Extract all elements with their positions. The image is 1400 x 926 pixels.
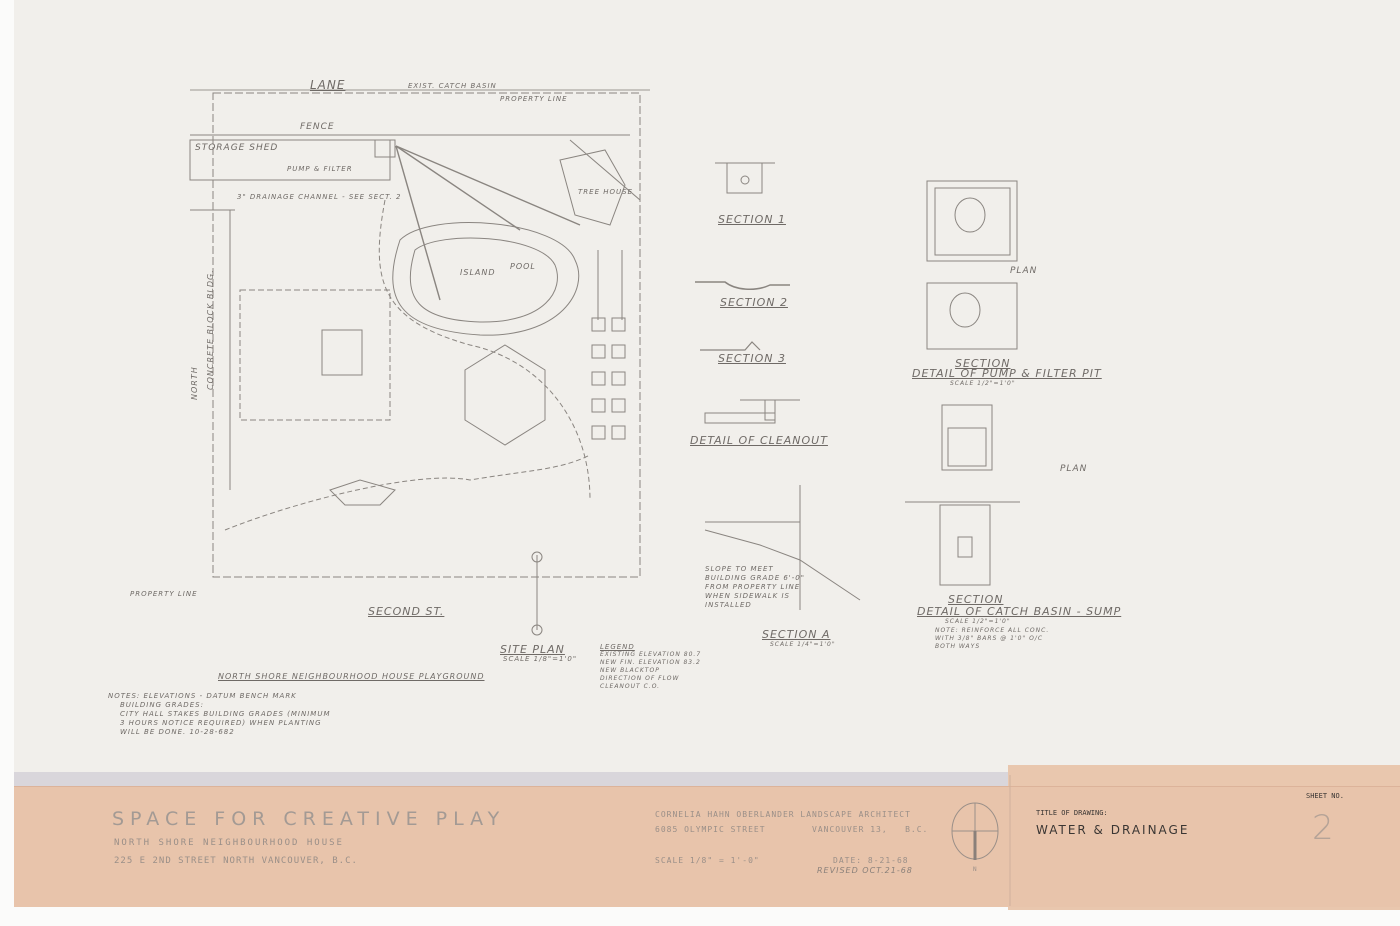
- fence-label: FENCE: [300, 122, 335, 132]
- tree-house: [559, 149, 626, 226]
- hexagon-play-structure: [464, 344, 546, 446]
- stepping-pads: [591, 317, 626, 440]
- site-plan-subtitle: NORTH SHORE NEIGHBOURHOOD HOUSE PLAYGROU…: [218, 672, 485, 681]
- tree-house-label: TREE HOUSE: [578, 188, 633, 196]
- sump-plan-label: PLAN: [1060, 464, 1088, 474]
- note-line: 3 HOURS NOTICE REQUIRED) WHEN PLANTING: [120, 719, 322, 727]
- legend-item: DIRECTION OF FLOW: [600, 675, 680, 682]
- title-block-band: [14, 786, 1400, 907]
- sump-section-label: SECTION: [948, 593, 1004, 606]
- section-a-note: SLOPE TO MEET BUILDING GRADE 6'-0" FROM …: [705, 565, 805, 609]
- building-label: CONCRETE BLOCK BLDG.: [206, 269, 215, 390]
- drawing-sheet: [14, 0, 1400, 790]
- sump-note: NOTE: REINFORCE ALL CONC. WITH 3/8" BARS…: [935, 627, 1050, 650]
- pool-outline: [392, 222, 580, 336]
- note-line: CITY HALL STAKES BUILDING GRADES (MINIMU…: [120, 710, 331, 718]
- client-address: 225 E 2ND STREET NORTH VANCOUVER, B.C.: [114, 856, 358, 866]
- site-notes: NOTES: ELEVATIONS - DATUM BENCH MARK BUI…: [108, 692, 330, 737]
- legend-item: NEW BLACKTOP: [600, 667, 660, 674]
- pump-detail-title: DETAIL OF PUMP & FILTER PIT: [912, 367, 1102, 380]
- section-1-label: SECTION 1: [718, 213, 786, 226]
- storage-shed-label: STORAGE SHED: [195, 143, 279, 153]
- storage-shed: [189, 139, 391, 181]
- scale-text: SCALE 1/8" = 1'-0": [655, 856, 760, 865]
- title-of-drawing-label: TITLE OF DRAWING:: [1036, 809, 1108, 817]
- street-label: SECOND ST.: [368, 605, 445, 618]
- pool-label: POOL: [510, 262, 536, 271]
- architect-address: 6085 OLYMPIC STREET VANCOUVER 13, B.C.: [655, 825, 929, 834]
- property-line-corner-label: PROPERTY LINE: [130, 590, 198, 598]
- client-name: NORTH SHORE NEIGHBOURHOOD HOUSE: [114, 838, 344, 848]
- sump-detail-title: DETAIL OF CATCH BASIN - SUMP: [917, 605, 1122, 618]
- drawing-title: WATER & DRAINAGE: [1036, 823, 1190, 837]
- note-line: BUILDING GRADES:: [120, 701, 204, 709]
- sheet-no-label: SHEET NO.: [1306, 792, 1344, 800]
- section-2-label: SECTION 2: [720, 296, 788, 309]
- island-outline: [409, 237, 558, 323]
- pump-filter-pit: [374, 139, 396, 158]
- sheet-number: 2: [1312, 808, 1334, 848]
- date-text: DATE: 8-21-68: [833, 856, 909, 865]
- pump-detail-scale: SCALE 1/2"=1'0": [950, 380, 1016, 387]
- island-label: ISLAND: [460, 268, 496, 277]
- legend: LEGEND EXISTING ELEVATION 80.7 NEW FIN. …: [600, 643, 701, 691]
- cleanout-label: DETAIL OF CLEANOUT: [690, 434, 828, 447]
- note-line: WILL BE DONE. 10-28-682: [120, 728, 235, 736]
- pump-filter-label: PUMP & FILTER: [287, 165, 353, 173]
- north-label: NORTH: [190, 366, 199, 400]
- lane-label: LANE: [310, 78, 346, 92]
- legend-item: EXISTING ELEVATION 80.7: [600, 651, 702, 658]
- pump-plan-label: PLAN: [1010, 266, 1038, 276]
- legend-item: CLEANOUT C.O.: [600, 683, 661, 690]
- property-line: [212, 92, 641, 578]
- pump-section-label: SECTION: [955, 357, 1011, 370]
- architect-name: CORNELIA HAHN OBERLANDER LANDSCAPE ARCHI…: [655, 810, 911, 819]
- catch-basin-label: EXIST. CATCH BASIN: [408, 82, 497, 90]
- site-plan-scale: SCALE 1/8"=1'0": [503, 655, 578, 663]
- property-line-label: PROPERTY LINE: [500, 95, 568, 103]
- note-line: NOTES: ELEVATIONS - DATUM BENCH MARK: [108, 692, 297, 700]
- sump-detail-scale: SCALE 1/2"=1'0": [945, 618, 1011, 625]
- section-a-label: SECTION A: [762, 628, 831, 641]
- drainage-channel-label: 3" DRAINAGE CHANNEL - SEE SECT. 2: [237, 193, 402, 201]
- legend-item: NEW FIN. ELEVATION 83.2: [600, 659, 701, 666]
- revised-text: REVISED OCT.21-68: [817, 866, 913, 875]
- site-plan-title: SITE PLAN: [500, 643, 565, 656]
- section-3-label: SECTION 3: [718, 352, 786, 365]
- section-a-scale: SCALE 1/4"=1'0": [770, 641, 836, 648]
- north-arrow-label: N: [973, 866, 977, 873]
- legend-title: LEGEND: [600, 643, 635, 651]
- project-title: SPACE FOR CREATIVE PLAY: [112, 808, 506, 830]
